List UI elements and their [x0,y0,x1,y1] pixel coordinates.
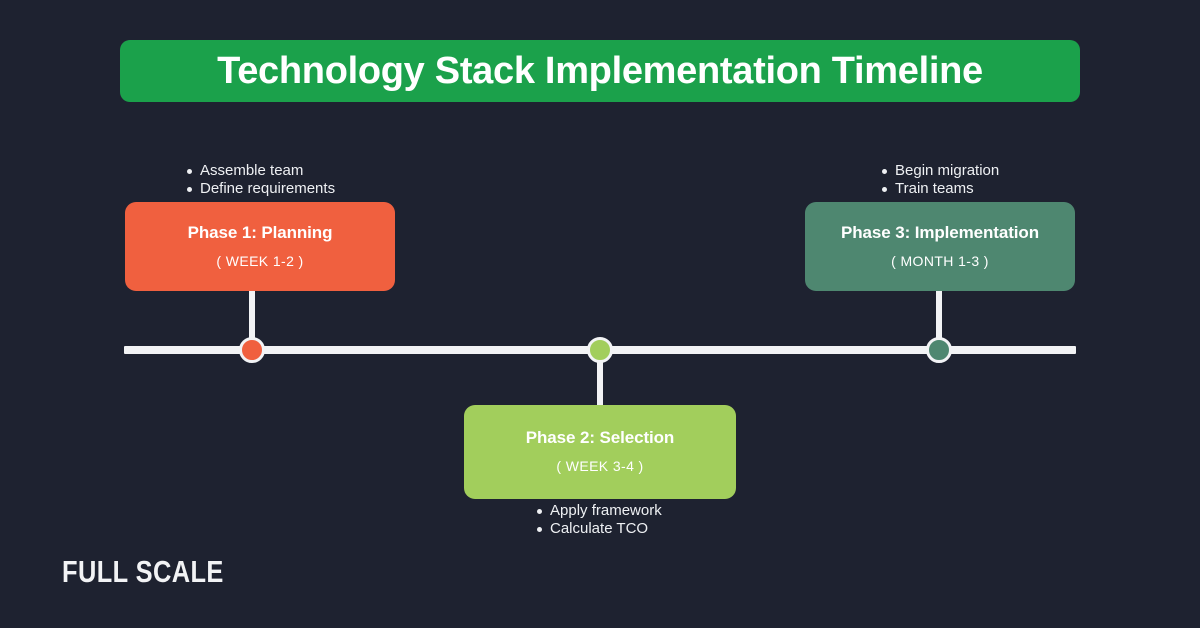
timeline-node-phase-1[interactable] [239,337,265,363]
phase-duration: ( WEEK 3-4 ) [556,458,644,475]
bullet-list-phase-1: Assemble team Define requirements [182,162,335,197]
bullet-list-phase-2: Apply framework Calculate TCO [532,502,662,537]
timeline-node-phase-3[interactable] [926,337,952,363]
phase-title: Phase 3: Implementation [841,222,1039,242]
phase-duration: ( WEEK 1-2 ) [216,252,304,269]
list-item: Train teams [881,180,999,198]
phase-duration: ( MONTH 1-3 ) [891,252,989,269]
brand-logo: FULL SCALE [62,554,224,589]
connector-phase-3 [936,291,942,349]
list-item: Assemble team [186,162,335,180]
phase-card-1[interactable]: Phase 1: Planning ( WEEK 1-2 ) [125,202,395,291]
list-item: Begin migration [881,162,1000,179]
timeline-node-phase-2[interactable] [587,337,613,363]
page-title: Technology Stack Implementation Timeline [217,50,983,92]
title-banner: Technology Stack Implementation Timeline [120,40,1080,102]
connector-phase-2 [597,350,603,412]
phase-title: Phase 2: Selection [525,428,675,448]
connector-phase-1 [249,291,255,349]
list-item: Calculate TCO [537,520,662,538]
list-item: Define requirements [186,179,336,197]
list-item: Apply framework [537,502,662,519]
phase-card-2[interactable]: Phase 2: Selection ( WEEK 3-4 ) [464,405,736,499]
bullet-list-phase-3: Begin migration Train teams [877,162,999,197]
phase-card-3[interactable]: Phase 3: Implementation ( MONTH 1-3 ) [805,202,1075,291]
phase-title: Phase 1: Planning [187,222,333,242]
